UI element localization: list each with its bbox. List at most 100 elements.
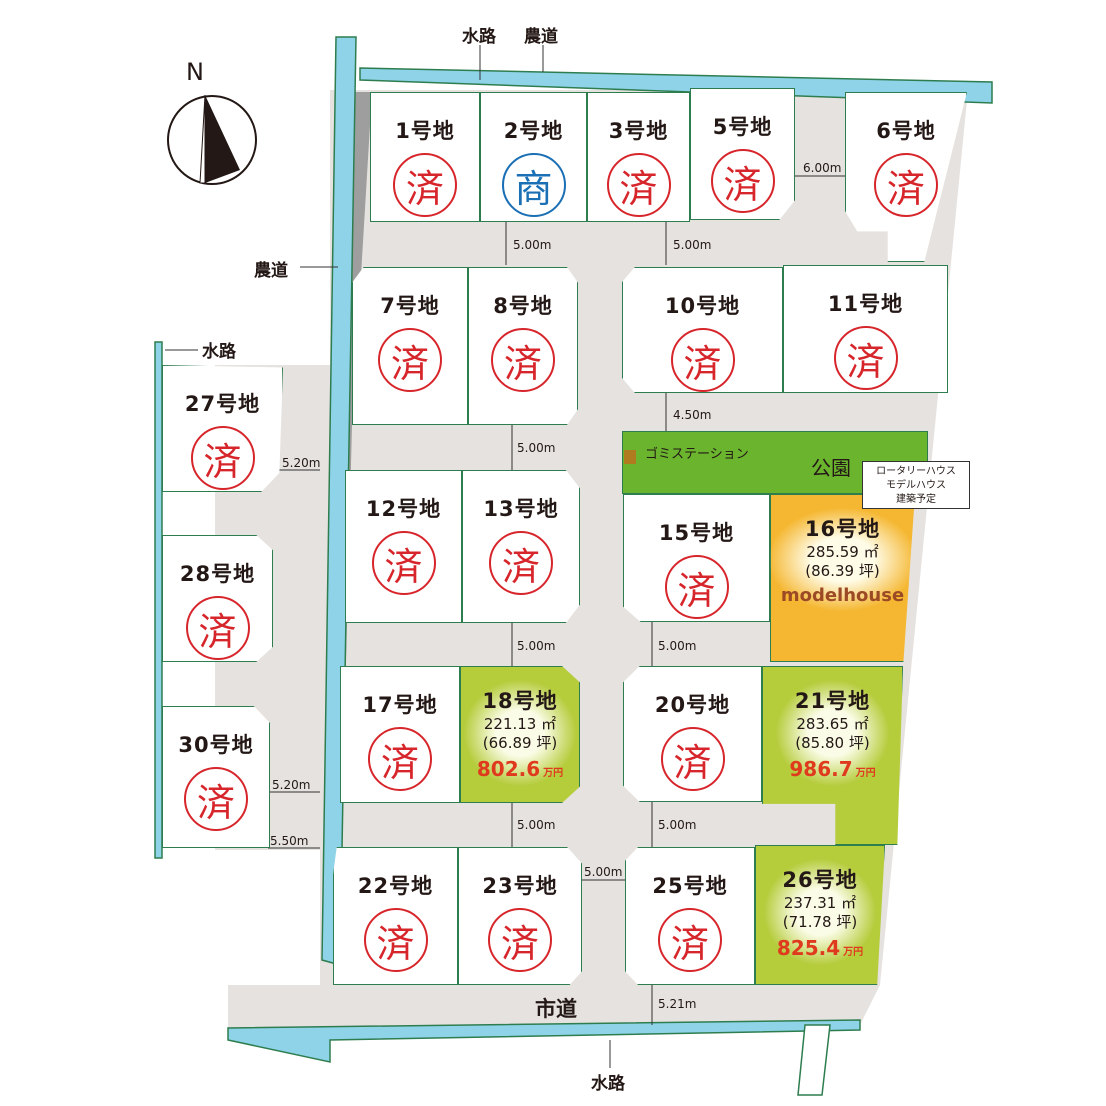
lot-title: 15号地 (658, 521, 735, 545)
sold-stamp-icon: 済 (658, 908, 722, 972)
lot-title: 30号地 (178, 733, 254, 757)
dimension-label: 5.00m (513, 238, 552, 252)
dimension-label: 5.00m (584, 865, 623, 879)
price-value: 802.6 (476, 757, 541, 781)
lot-title: 7号地 (380, 294, 440, 318)
lot-title: 8号地 (493, 294, 553, 318)
garbage-station-label: ゴミステーション (645, 447, 749, 462)
dimension-label: 5.00m (673, 238, 712, 252)
dimension-label: 5.20m (282, 456, 321, 470)
water-channel-bottom (227, 1019, 861, 1063)
lot-title: 16号地 (804, 517, 881, 541)
water-channel-top (359, 67, 993, 104)
lot-20[interactable]: 20号地済 (623, 666, 762, 802)
lot-title: 17号地 (362, 693, 438, 717)
lot-15[interactable]: 15号地済 (623, 494, 770, 622)
price-unit: 万円 (843, 947, 864, 958)
lot-tsubo: (66.89 坪) (482, 734, 558, 752)
water-bottom-label: 水路 (591, 1074, 625, 1094)
dimension-label: 5.00m (517, 441, 556, 455)
lot-area: 285.59 ㎡ (806, 543, 879, 561)
lot-title: 21号地 (794, 689, 871, 713)
price-value: 986.7 (789, 757, 853, 781)
lot-title: 6号地 (876, 119, 936, 143)
sold-stamp-icon: 済 (833, 326, 898, 390)
lot-title: 1号地 (395, 119, 455, 143)
lot-25[interactable]: 25号地済 (625, 847, 755, 985)
sold-stamp-icon: 済 (489, 531, 553, 595)
lot-13[interactable]: 13号地済 (462, 470, 580, 623)
lot-22[interactable]: 22号地済 (333, 847, 458, 985)
sold-stamp-icon: 済 (363, 908, 428, 972)
city-road-label: 市道 (535, 997, 577, 1021)
lot-title: 3号地 (608, 119, 669, 143)
lot-17[interactable]: 17号地済 (340, 666, 460, 803)
sold-stamp-icon: 済 (368, 727, 432, 791)
lot-28[interactable]: 28号地済 (162, 535, 273, 662)
lot-tsubo: (71.78 坪) (782, 913, 858, 931)
farm-road-left-label: 農道 (254, 261, 288, 281)
sold-stamp-icon: 済 (606, 153, 671, 217)
park-label: 公園 (811, 456, 851, 480)
dimension-label: 5.00m (517, 639, 556, 653)
lot-note: modelhouse (780, 585, 905, 606)
water-channel-bottom-right (797, 1024, 831, 1096)
lot-27[interactable]: 27号地済 (162, 365, 283, 492)
lot-3[interactable]: 3号地済 (587, 92, 690, 222)
lot-title: 22号地 (357, 874, 434, 898)
north-label: N (186, 58, 204, 86)
commercial-stamp-icon: 商 (501, 153, 566, 217)
sold-stamp-icon: 済 (184, 767, 248, 831)
dimension-label: 5.00m (517, 818, 556, 832)
dimension-label: 5.00m (658, 639, 697, 653)
lot-1[interactable]: 1号地済 (370, 92, 480, 222)
lot-title: 2号地 (503, 119, 564, 143)
dimension-label: 5.00m (658, 818, 697, 832)
price-unit: 万円 (855, 768, 876, 779)
sold-stamp-icon: 済 (393, 153, 457, 217)
sold-stamp-icon: 済 (660, 727, 725, 791)
lot-title: 26号地 (782, 868, 858, 892)
lot-title: 23号地 (482, 874, 558, 898)
lot-area: 283.65 ㎡ (796, 715, 869, 733)
lot-23[interactable]: 23号地済 (458, 847, 582, 985)
lot-12[interactable]: 12号地済 (345, 470, 462, 623)
lot-title: 12号地 (365, 497, 442, 521)
lot-10[interactable]: 10号地済 (622, 267, 783, 393)
lot-title: 13号地 (483, 497, 559, 521)
callout-line: ロータリーハウス (876, 466, 956, 477)
sold-stamp-icon: 済 (371, 531, 436, 595)
callout-line: 建築予定 (896, 494, 936, 505)
leader-lines (165, 45, 845, 1068)
lot-title: 5号地 (712, 115, 773, 139)
lot-area: 237.31 ㎡ (783, 894, 857, 912)
garbage-station-marker (624, 450, 636, 464)
lot-title: 25号地 (652, 874, 728, 898)
sold-stamp-icon: 済 (710, 149, 775, 213)
lot-title: 27号地 (184, 392, 261, 416)
sold-stamp-icon: 済 (378, 328, 442, 392)
lot-11[interactable]: 11号地済 (783, 265, 948, 393)
modelhouse-callout: ロータリーハウス モデルハウス 建築予定 (862, 461, 970, 509)
lot-2[interactable]: 2号地商 (480, 92, 587, 222)
lot-5[interactable]: 5号地済 (690, 88, 795, 220)
price-value: 825.4 (776, 936, 841, 960)
water-channel-far-left (154, 341, 163, 859)
sold-stamp-icon: 済 (190, 426, 255, 490)
north-arrow (167, 94, 257, 185)
lot-area: 221.13 ㎡ (483, 715, 557, 733)
dimension-label: 4.50m (673, 408, 712, 422)
lot-8[interactable]: 8号地済 (468, 267, 578, 425)
lot-7[interactable]: 7号地済 (352, 267, 468, 425)
lot-30[interactable]: 30号地済 (162, 706, 270, 848)
